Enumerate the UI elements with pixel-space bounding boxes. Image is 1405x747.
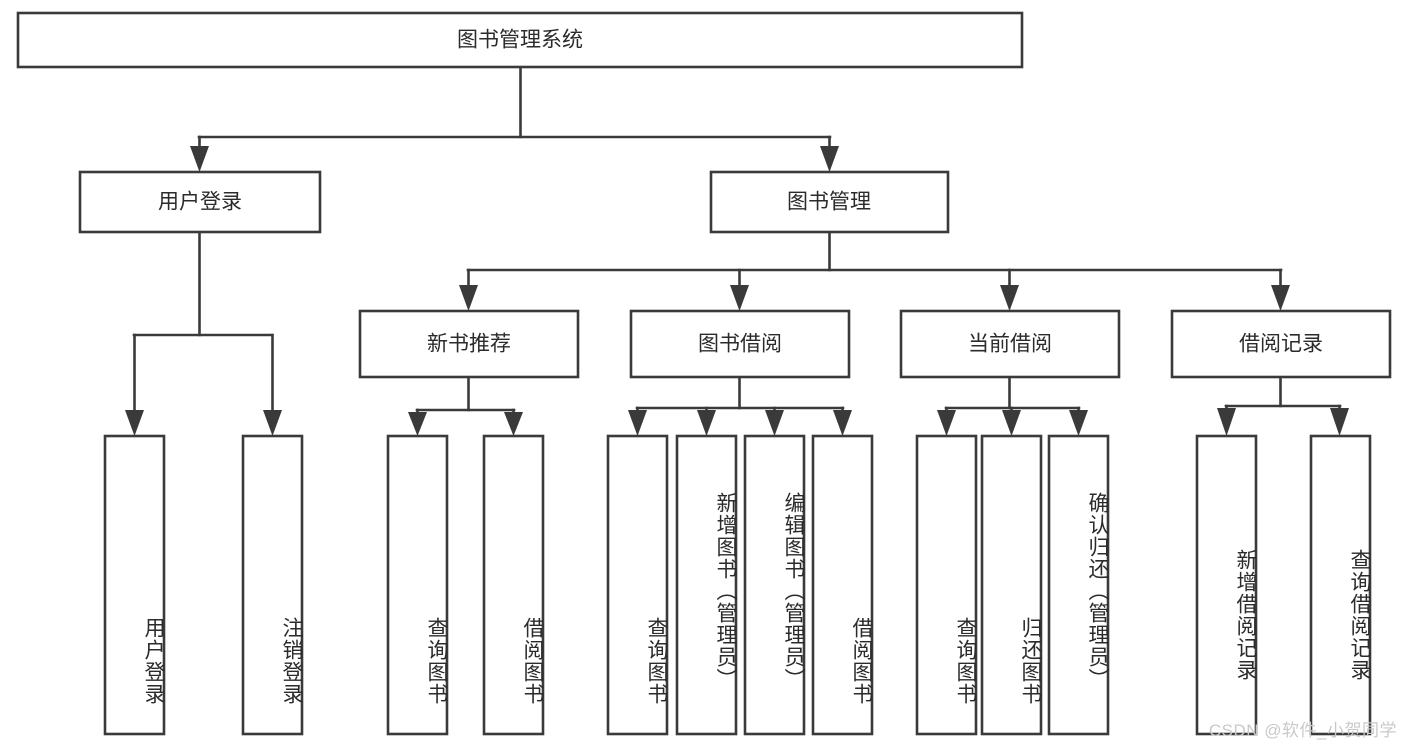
leaf-box-cb-1[interactable]	[915, 434, 978, 736]
leaf-boxes	[103, 434, 1372, 736]
arrow-head-bb-leaf-4	[833, 410, 852, 436]
arrow-head-nbr-leaf-1	[408, 412, 427, 436]
arrow-head-level3-2	[730, 285, 749, 311]
node-new-book-recommend[interactable]: 新书推荐	[358, 309, 580, 379]
node-current-borrow[interactable]: 当前借阅	[899, 309, 1121, 379]
node-new-book-recommend-box[interactable]	[358, 309, 580, 379]
node-book-management[interactable]: 图书管理	[709, 170, 950, 234]
node-user-login[interactable]: 用户登录	[78, 170, 322, 234]
arrow-head-user-login	[190, 146, 209, 172]
arrow-head-cb-leaf-1	[937, 410, 956, 436]
arrow-head-bb-leaf-1	[628, 410, 647, 436]
leaf-box-br-1[interactable]	[1195, 434, 1258, 736]
arrow-head-level3-4	[1271, 285, 1290, 311]
connector-group-root	[190, 65, 839, 172]
watermark-text: CSDN @软件_小贺同学	[1208, 721, 1397, 740]
node-book-borrow-box[interactable]	[629, 309, 851, 379]
arrow-head-user-login-leaf-2	[263, 410, 282, 436]
node-user-login-box[interactable]	[78, 170, 322, 234]
leaf-box-cb-2[interactable]	[980, 434, 1043, 736]
node-borrow-record[interactable]: 借阅记录	[1170, 309, 1392, 379]
arrow-head-cb-leaf-3	[1069, 410, 1088, 436]
leaf-box-bb-3[interactable]	[743, 434, 806, 736]
leaf-box-nbr-2[interactable]	[482, 434, 545, 736]
arrow-head-nbr-leaf-2	[504, 412, 523, 436]
node-user-login-label: 用户登录	[158, 191, 242, 214]
connector-group-book-mgmt	[459, 230, 1290, 311]
leaf-box-cb-3[interactable]	[1047, 434, 1110, 736]
arrow-head-br-leaf-1	[1217, 408, 1236, 436]
arrow-head-bb-leaf-3	[765, 410, 784, 436]
connector-group-new-book-recommend	[408, 375, 523, 436]
connector-group-borrow-record	[1217, 375, 1349, 436]
connector-group-user-login	[125, 230, 282, 436]
arrow-head-bb-leaf-2	[697, 410, 716, 436]
leaf-box-user-login-1[interactable]	[103, 434, 166, 736]
arrow-head-cb-leaf-2	[1002, 410, 1021, 436]
node-new-book-recommend-label: 新书推荐	[427, 333, 511, 356]
arrow-head-level3-1	[459, 285, 478, 311]
leaf-box-bb-1[interactable]	[606, 434, 669, 736]
leaf-box-nbr-1[interactable]	[386, 434, 449, 736]
leaf-box-user-login-2[interactable]	[241, 434, 304, 736]
node-borrow-record-label: 借阅记录	[1239, 333, 1323, 356]
node-root[interactable]: 图书管理系统	[16, 11, 1024, 69]
node-root-box[interactable]	[16, 11, 1024, 69]
arrow-head-book-mgmt	[820, 146, 839, 172]
arrow-head-level3-3	[1000, 285, 1019, 311]
connector-group-current-borrow	[937, 375, 1088, 436]
node-borrow-record-box[interactable]	[1170, 309, 1392, 379]
leaf-box-bb-4[interactable]	[811, 434, 874, 736]
node-book-management-box[interactable]	[709, 170, 950, 234]
connector-group-book-borrow	[628, 375, 852, 436]
leaf-box-bb-2[interactable]	[675, 434, 738, 736]
node-root-label: 图书管理系统	[457, 29, 583, 52]
leaf-box-br-2[interactable]	[1309, 434, 1372, 736]
node-book-borrow[interactable]: 图书借阅	[629, 309, 851, 379]
arrow-head-br-leaf-2	[1330, 408, 1349, 436]
node-book-management-label: 图书管理	[787, 191, 871, 214]
node-current-borrow-box[interactable]	[899, 309, 1121, 379]
arrow-head-user-login-leaf-1	[125, 410, 144, 436]
node-book-borrow-label: 图书借阅	[698, 333, 782, 356]
node-current-borrow-label: 当前借阅	[968, 333, 1052, 356]
